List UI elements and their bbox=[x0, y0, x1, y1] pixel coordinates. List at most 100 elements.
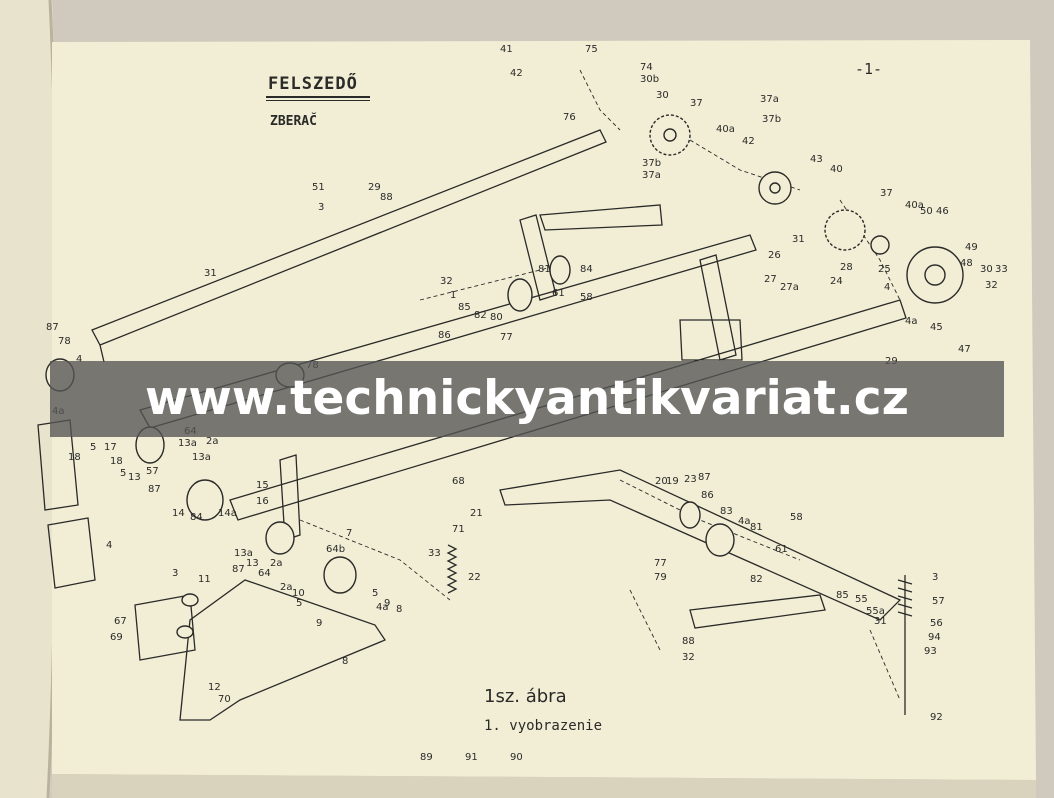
part-label: 37a bbox=[760, 94, 779, 105]
part-label: 40a bbox=[716, 124, 735, 135]
part-label: 33 bbox=[995, 264, 1008, 275]
part-label: 55 bbox=[855, 594, 868, 605]
part-label: 40a bbox=[905, 200, 924, 211]
part-label: 58 bbox=[790, 512, 803, 523]
part-label: 13 bbox=[128, 472, 141, 483]
part-label: 81 bbox=[750, 522, 763, 533]
part-label: 29 bbox=[368, 182, 381, 193]
side-plate bbox=[179, 579, 386, 721]
part-label: 57 bbox=[146, 466, 159, 477]
part-label: 33 bbox=[428, 548, 441, 559]
part-label: 12 bbox=[208, 682, 221, 693]
part-label: 87 bbox=[148, 484, 161, 495]
part-label: 9 bbox=[384, 598, 390, 609]
part-label: 30 bbox=[656, 90, 669, 101]
part-label: 46 bbox=[936, 206, 949, 217]
spring bbox=[446, 544, 458, 594]
gears bbox=[45, 114, 964, 639]
top-rail bbox=[91, 129, 607, 346]
part-label: 15 bbox=[256, 480, 269, 491]
part-label: 2a bbox=[270, 558, 283, 569]
part-label: 8 bbox=[396, 604, 402, 615]
part-label: 31 bbox=[874, 616, 887, 627]
part-label: 18 bbox=[110, 456, 123, 467]
page-number: -1- bbox=[855, 60, 883, 78]
part-label: 83 bbox=[720, 506, 733, 517]
part-label: 3 bbox=[172, 568, 178, 579]
part-label: 91 bbox=[465, 752, 478, 763]
part-label: 22 bbox=[468, 572, 481, 583]
frame-lines bbox=[37, 129, 913, 721]
part-label: 1 bbox=[450, 290, 456, 301]
part-label: 11 bbox=[198, 574, 211, 585]
part-label: 30b bbox=[640, 74, 659, 85]
part-label: 61 bbox=[775, 544, 788, 555]
part-label: 3 bbox=[932, 572, 938, 583]
part-label: 87 bbox=[46, 322, 59, 333]
top-bracket bbox=[539, 204, 663, 231]
part-label: 4a bbox=[738, 516, 751, 527]
part-label: 42 bbox=[742, 136, 755, 147]
part-label: 61 bbox=[552, 288, 565, 299]
part-label: 89 bbox=[420, 752, 433, 763]
part-label: 64 bbox=[258, 568, 271, 579]
part-label: 31 bbox=[792, 234, 805, 245]
part-label: 13a bbox=[234, 548, 253, 559]
part-label: 78 bbox=[58, 336, 71, 347]
left-page-edge bbox=[0, 0, 58, 798]
part-label: 71 bbox=[452, 524, 465, 535]
part-label: 2a bbox=[280, 582, 293, 593]
part-label: 41 bbox=[500, 44, 513, 55]
part-label: 24 bbox=[830, 276, 843, 287]
part-label: 86 bbox=[438, 330, 451, 341]
part-label: 92 bbox=[930, 712, 943, 723]
part-label: 50 bbox=[920, 206, 933, 217]
part-label: 14 bbox=[172, 508, 185, 519]
part-label: 40 bbox=[830, 164, 843, 175]
part-label: 82 bbox=[750, 574, 763, 585]
part-label: 51 bbox=[312, 182, 325, 193]
part-label: 17 bbox=[104, 442, 117, 453]
part-label: 79 bbox=[654, 572, 667, 583]
part-label: 67 bbox=[114, 616, 127, 627]
watermark-text: www.technickyantikvariat.cz bbox=[144, 371, 909, 426]
part-label: 27a bbox=[780, 282, 799, 293]
part-label: 13 bbox=[246, 558, 259, 569]
part-label: 56 bbox=[930, 618, 943, 629]
part-label: 14a bbox=[218, 508, 237, 519]
part-label: 88 bbox=[380, 192, 393, 203]
part-label: 69 bbox=[110, 632, 123, 643]
part-label: 85 bbox=[458, 302, 471, 313]
paper-stack-edge bbox=[52, 774, 1036, 798]
part-label: 45 bbox=[930, 322, 943, 333]
part-label: 21 bbox=[470, 508, 483, 519]
part-label: 80 bbox=[490, 312, 503, 323]
part-label: 16 bbox=[256, 496, 269, 507]
part-label: 74 bbox=[640, 62, 653, 73]
part-label: 64b bbox=[326, 544, 345, 555]
part-label: 30 bbox=[980, 264, 993, 275]
part-label: 90 bbox=[510, 752, 523, 763]
part-label: 84 bbox=[580, 264, 593, 275]
part-label: 25 bbox=[878, 264, 891, 275]
figure-caption-sk: 1. vyobrazenie bbox=[484, 718, 603, 734]
figure-caption-hu: 1sz. ábra bbox=[484, 686, 567, 707]
part-label: 5 bbox=[372, 588, 378, 599]
part-label: 47 bbox=[958, 344, 971, 355]
part-label: 4 bbox=[106, 540, 112, 551]
watermark-band bbox=[50, 361, 1004, 437]
part-label: 4a bbox=[905, 316, 918, 327]
part-label: 19 bbox=[666, 476, 679, 487]
part-label: 76 bbox=[563, 112, 576, 123]
bracket-plate bbox=[134, 594, 196, 661]
part-label: 58 bbox=[580, 292, 593, 303]
part-label: 85 bbox=[836, 590, 849, 601]
page-title: FELSZEDŐ bbox=[268, 74, 358, 94]
part-label: 37b bbox=[762, 114, 781, 125]
roller-15 bbox=[186, 479, 224, 521]
part-label: 32 bbox=[440, 276, 453, 287]
part-label: 87 bbox=[698, 472, 711, 483]
part-label: 84 bbox=[190, 512, 203, 523]
part-label: 57 bbox=[932, 596, 945, 607]
part-label: 23 bbox=[684, 474, 697, 485]
